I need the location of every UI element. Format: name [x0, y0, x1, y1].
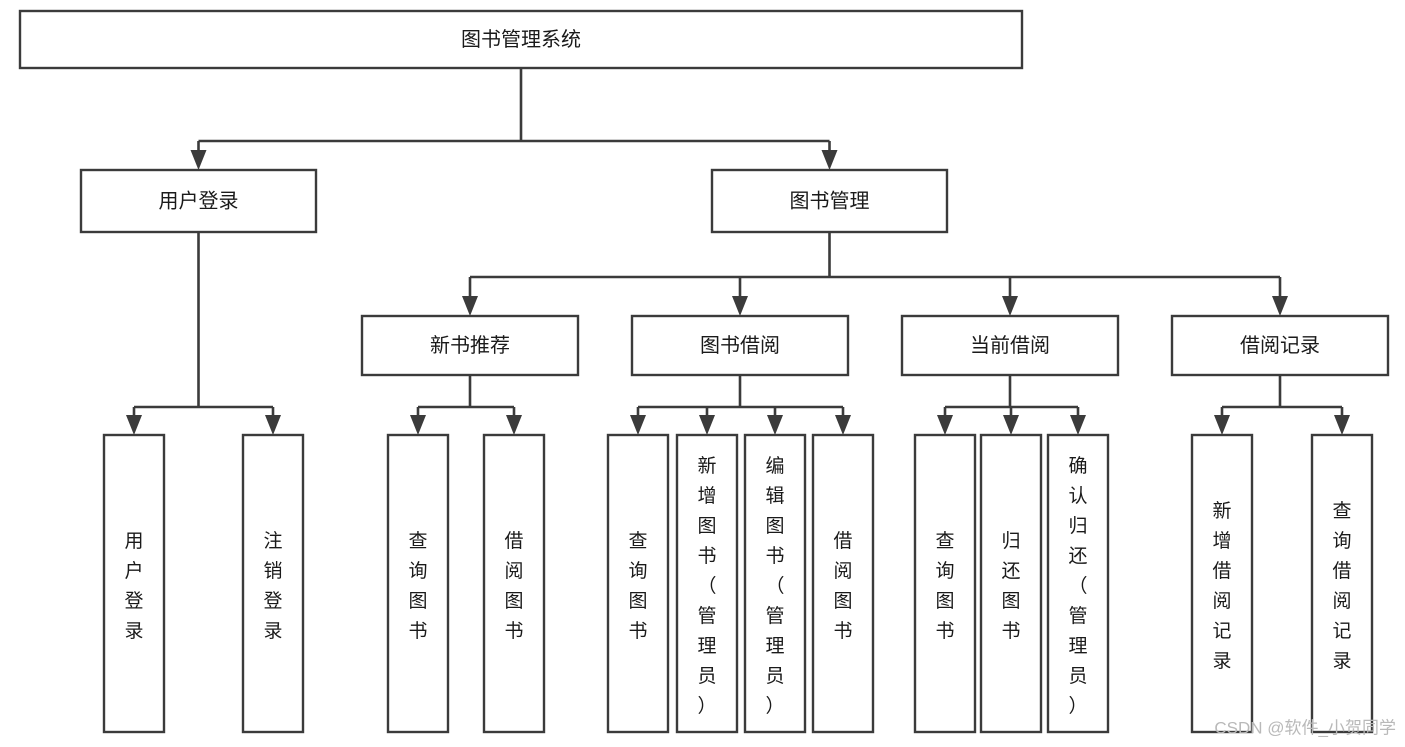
node-box-edit-book-admin	[743, 433, 807, 734]
arrow-head-icon	[506, 415, 522, 435]
node-box-new-book-recommend	[360, 314, 580, 377]
arrow-head-icon	[410, 415, 426, 435]
node-box-borrow-records	[1170, 314, 1390, 377]
node-box-user-login	[79, 168, 318, 234]
csdn-watermark: CSDN @软件_小贺同学	[1214, 718, 1396, 737]
node-borrow-book-1[interactable]: 借阅图书	[482, 433, 546, 734]
node-box-add-borrow-record	[1190, 433, 1254, 734]
node-current-borrow[interactable]: 当前借阅	[900, 314, 1120, 377]
node-user-login[interactable]: 用户登录	[79, 168, 318, 234]
node-book-borrow[interactable]: 图书借阅	[630, 314, 850, 377]
node-label-user-login-do: 用户登录	[124, 531, 143, 642]
node-book-management[interactable]: 图书管理	[710, 168, 949, 234]
node-box-return-book	[979, 433, 1043, 734]
node-box-query-book-2	[606, 433, 670, 734]
node-add-borrow-record[interactable]: 新增借阅记录	[1190, 433, 1254, 734]
node-layer: 图书管理系统用户登录用户登录注销登录图书管理新书推荐查询图书借阅图书图书借阅查询…	[18, 9, 1390, 734]
node-user-logout[interactable]: 注销登录	[241, 433, 305, 734]
arrow-head-icon	[821, 150, 838, 170]
arrow-head-icon	[1334, 415, 1350, 435]
node-user-login-do[interactable]: 用户登录	[102, 433, 166, 734]
node-box-user-logout	[241, 433, 305, 734]
node-label-new-book-recommend: 新书推荐	[430, 334, 510, 357]
node-label-return-book: 归还图书	[1001, 530, 1020, 642]
node-edit-book-admin[interactable]: 编辑图书（管理员）	[743, 433, 807, 734]
node-box-add-book-admin	[675, 433, 739, 734]
node-label-user-logout: 注销登录	[263, 530, 282, 642]
node-label-edit-book-admin: 编辑图书（管理员）	[765, 455, 784, 717]
arrow-head-icon	[937, 415, 953, 435]
node-label-query-book-1: 查询图书	[408, 530, 427, 642]
node-label-current-borrow: 当前借阅	[970, 334, 1050, 357]
arrow-head-icon	[1272, 296, 1288, 316]
node-box-user-login-do	[102, 433, 166, 734]
node-label-query-book-2: 查询图书	[628, 530, 647, 642]
node-borrow-book-2[interactable]: 借阅图书	[811, 433, 875, 734]
arrow-head-icon	[265, 415, 281, 435]
arrow-head-icon	[1002, 296, 1018, 316]
arrow-head-icon	[462, 296, 478, 316]
arrow-head-icon	[190, 150, 207, 170]
node-box-borrow-book-2	[811, 433, 875, 734]
node-box-borrow-book-1	[482, 433, 546, 734]
node-root[interactable]: 图书管理系统	[18, 9, 1024, 70]
arrow-head-icon	[1003, 415, 1019, 435]
connector-layer	[126, 68, 1350, 435]
node-label-borrow-records: 借阅记录	[1240, 334, 1320, 357]
node-query-book-2[interactable]: 查询图书	[606, 433, 670, 734]
arrow-head-icon	[126, 415, 142, 435]
arrow-head-icon	[835, 415, 851, 435]
node-box-query-book-1	[386, 433, 450, 734]
node-label-add-book-admin: 新增图书（管理员）	[697, 455, 716, 717]
node-label-book-borrow: 图书借阅	[700, 334, 780, 357]
node-query-borrow-record[interactable]: 查询借阅记录	[1310, 433, 1374, 734]
node-box-query-borrow-record	[1310, 433, 1374, 734]
node-label-add-borrow-record: 新增借阅记录	[1212, 500, 1231, 672]
arrow-head-icon	[767, 415, 783, 435]
node-label-root: 图书管理系统	[461, 28, 581, 51]
node-label-borrow-book-1: 借阅图书	[504, 530, 523, 642]
node-box-confirm-return-admin	[1046, 433, 1110, 734]
node-confirm-return-admin[interactable]: 确认归还（管理员）	[1046, 433, 1110, 734]
arrow-head-icon	[630, 415, 646, 435]
arrow-head-icon	[699, 415, 715, 435]
node-label-confirm-return-admin: 确认归还（管理员）	[1068, 455, 1087, 717]
node-query-book-3[interactable]: 查询图书	[913, 433, 977, 734]
node-box-book-borrow	[630, 314, 850, 377]
node-label-borrow-book-2: 借阅图书	[833, 530, 852, 642]
node-label-query-book-3: 查询图书	[935, 530, 954, 642]
node-box-root	[18, 9, 1024, 70]
arrow-head-icon	[732, 296, 748, 316]
node-add-book-admin[interactable]: 新增图书（管理员）	[675, 433, 739, 734]
arrow-head-icon	[1214, 415, 1230, 435]
node-label-book-management: 图书管理	[790, 189, 870, 212]
node-box-book-management	[710, 168, 949, 234]
node-new-book-recommend[interactable]: 新书推荐	[360, 314, 580, 377]
node-label-user-login: 用户登录	[159, 189, 239, 212]
node-query-book-1[interactable]: 查询图书	[386, 433, 450, 734]
node-return-book[interactable]: 归还图书	[979, 433, 1043, 734]
node-box-query-book-3	[913, 433, 977, 734]
arrow-head-icon	[1070, 415, 1086, 435]
node-borrow-records[interactable]: 借阅记录	[1170, 314, 1390, 377]
node-label-query-borrow-record: 查询借阅记录	[1332, 500, 1351, 672]
node-box-current-borrow	[900, 314, 1120, 377]
